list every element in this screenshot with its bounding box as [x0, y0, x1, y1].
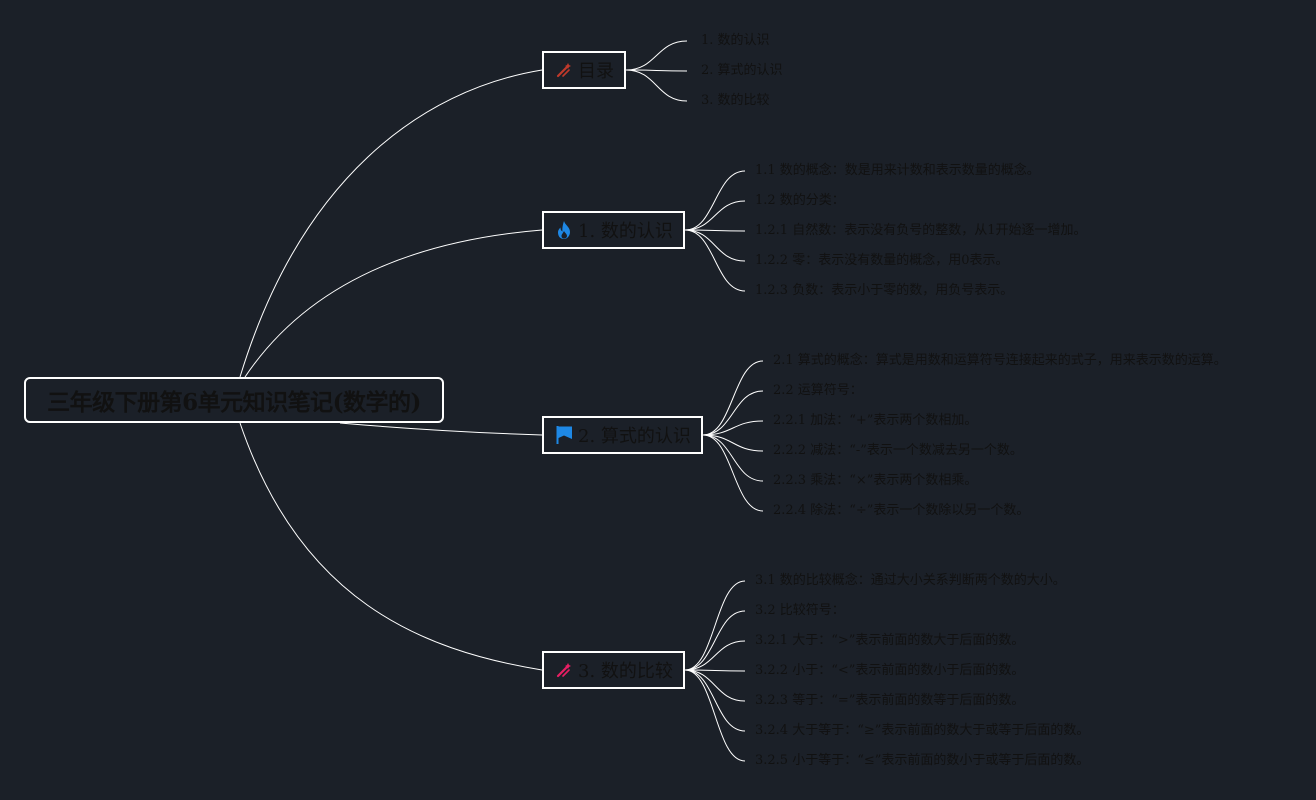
branch-label: 目录	[578, 61, 614, 82]
connector-branch-leaf	[684, 229, 746, 292]
connector-branch-leaf	[625, 69, 688, 72]
connector-branch-leaf	[684, 229, 746, 262]
connector-branch-leaf	[684, 640, 746, 671]
connector-root-branch-1	[244, 229, 543, 378]
connector-root-branch-3	[239, 422, 543, 671]
connector-branch-leaf	[684, 610, 746, 671]
connector-branch-leaf	[702, 420, 764, 436]
leaf-note[interactable]: 3.2.3 等于：“=”表示前面的数等于后面的数。	[755, 693, 1025, 708]
leaf-note[interactable]: 1.2.1 自然数：表示没有负号的整数，从1开始逐一增加。	[755, 223, 1087, 238]
connector-branch-leaf	[684, 229, 746, 232]
branch-label: 1. 数的认识	[578, 221, 673, 242]
connector-branch-leaf	[702, 434, 764, 452]
leaf-note[interactable]: 2.2.2 减法：“-”表示一个数减去另一个数。	[773, 443, 1023, 458]
root-node[interactable]: 三年级下册第6单元知识笔记(数学的)	[24, 377, 444, 423]
branch-node-toc[interactable]: 目录	[542, 51, 626, 89]
pencil-sparkle-icon	[554, 660, 574, 680]
connector-branch-leaf	[625, 40, 688, 71]
branch-node-number-comparison[interactable]: 3. 数的比较	[542, 651, 685, 689]
leaf-note[interactable]: 2.2.1 加法：“+”表示两个数相加。	[773, 413, 978, 428]
leaf-note[interactable]: 3.2.1 大于：“>”表示前面的数大于后面的数。	[755, 633, 1025, 648]
connector-branch-leaf	[702, 390, 764, 436]
connector-branch-leaf	[684, 200, 746, 231]
leaf-note[interactable]: 1.2.3 负数：表示小于零的数，用负号表示。	[755, 283, 1014, 298]
root-node-label: 三年级下册第6单元知识笔记(数学的)	[47, 389, 421, 416]
leaf-note[interactable]: 1.2 数的分类：	[755, 193, 845, 208]
connector-branch-leaf	[684, 669, 746, 672]
leaf-note[interactable]: 2.2.4 除法：“÷”表示一个数除以另一个数。	[773, 503, 1030, 518]
connector-branch-leaf	[684, 669, 746, 762]
leaf-note[interactable]: 3.2.4 大于等于：“≥”表示前面的数大于或等于后面的数。	[755, 723, 1090, 738]
branch-node-expression-recognition[interactable]: 2. 算式的认识	[542, 416, 703, 454]
connector-branch-leaf	[702, 434, 764, 482]
connector-branch-leaf	[684, 669, 746, 732]
leaf-note[interactable]: 1.1 数的概念：数是用来计数和表示数量的概念。	[755, 163, 1040, 178]
leaf-note[interactable]: 2.2.3 乘法：“×”表示两个数相乘。	[773, 473, 978, 488]
toc-item[interactable]: 2. 算式的认识	[701, 63, 783, 78]
flag-icon	[554, 425, 574, 445]
leaf-note[interactable]: 3.2.5 小于等于：“≤”表示前面的数小于或等于后面的数。	[755, 753, 1090, 768]
fire-icon	[554, 220, 574, 240]
leaf-note[interactable]: 2.1 算式的概念：算式是用数和运算符号连接起来的式子，用来表示数的运算。	[773, 353, 1227, 368]
connector-branch-leaf	[684, 580, 746, 671]
leaf-note[interactable]: 2.2 运算符号：	[773, 383, 863, 398]
connector-root-toc	[239, 69, 543, 378]
connector-root-branch-2	[339, 422, 543, 436]
connector-branch-leaf	[702, 360, 764, 436]
leaf-note[interactable]: 3.2.2 小于：“<”表示前面的数小于后面的数。	[755, 663, 1025, 678]
connector-branch-leaf	[625, 69, 688, 102]
leaf-note[interactable]: 1.2.2 零：表示没有数量的概念，用0表示。	[755, 253, 1009, 268]
connector-branch-leaf	[702, 434, 764, 512]
connector-branch-leaf	[684, 669, 746, 702]
connector-branch-leaf	[684, 170, 746, 231]
branch-node-number-recognition[interactable]: 1. 数的认识	[542, 211, 685, 249]
branch-label: 2. 算式的认识	[578, 426, 691, 447]
toc-item[interactable]: 3. 数的比较	[701, 93, 770, 108]
branch-label: 3. 数的比较	[578, 661, 673, 682]
toc-item[interactable]: 1. 数的认识	[701, 33, 770, 48]
leaf-note[interactable]: 3.1 数的比较概念：通过大小关系判断两个数的大小。	[755, 573, 1066, 588]
pencil-sparkle-icon	[554, 60, 574, 80]
leaf-note[interactable]: 3.2 比较符号：	[755, 603, 845, 618]
